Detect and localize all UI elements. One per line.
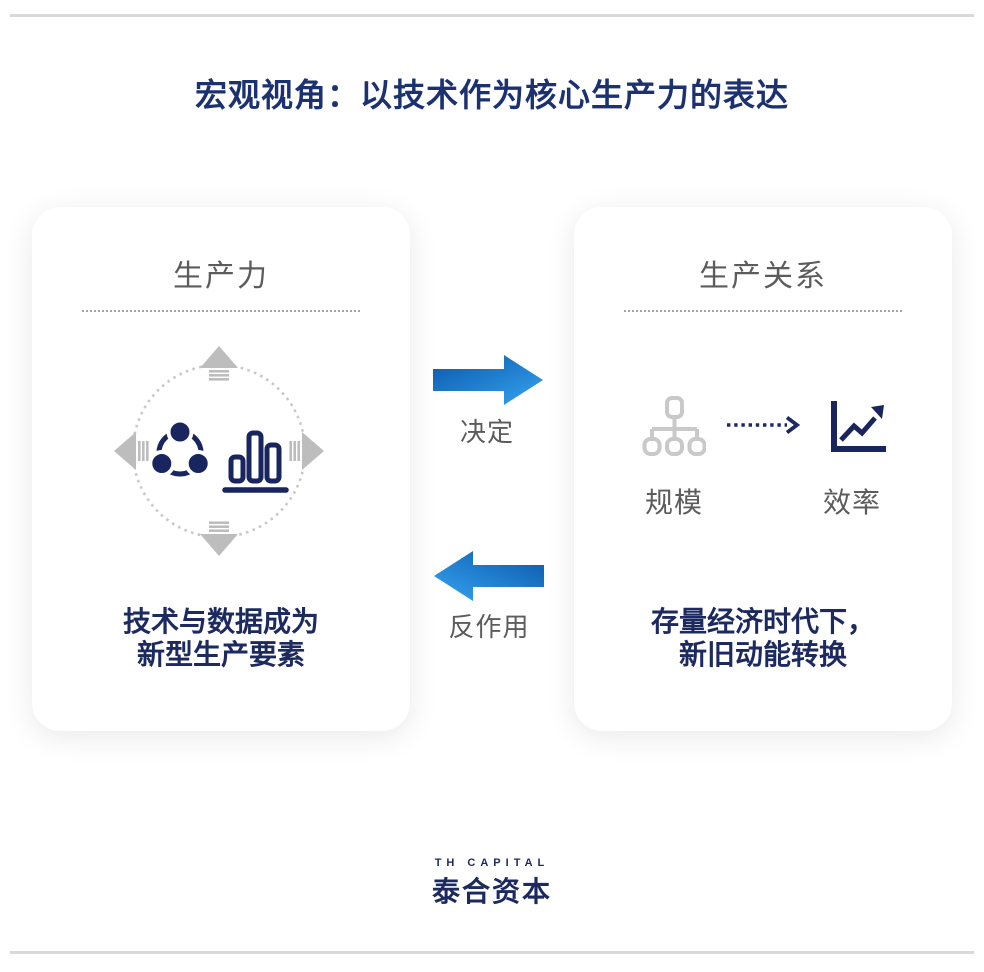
productivity-caption: 技术与数据成为 新型生产要素 — [32, 605, 410, 671]
productivity-graphic — [109, 341, 329, 561]
productivity-card: 生产力 — [32, 207, 410, 731]
arrow-down-icon — [200, 521, 238, 556]
arrow-up-icon — [200, 346, 238, 381]
production-relations-caption: 存量经济时代下， 新旧动能转换 — [574, 605, 952, 671]
page-title: 宏观视角：以技术作为核心生产力的表达 — [194, 77, 789, 113]
dotted-separator — [82, 310, 360, 312]
production-relations-card-title: 生产关系 — [699, 260, 827, 293]
production-relations-card: 生产关系 规模 效率 存量经济时代下， 新旧动能转换 — [574, 207, 952, 731]
dotted-separator — [624, 310, 902, 312]
th-capital-logo: TH CAPITAL 泰合资本 — [0, 857, 984, 910]
arrow-left-icon — [114, 432, 149, 470]
expand-arrows-compass — [114, 346, 324, 556]
arrow-right-icon — [289, 432, 324, 470]
top-divider — [10, 14, 974, 17]
bar-chart-icon — [222, 430, 289, 493]
dotted-arrow-icon — [727, 415, 801, 435]
caption-line: 存量经济时代下， — [650, 606, 875, 637]
growth-chart-icon — [831, 401, 886, 452]
efficiency-label: 效率 — [822, 487, 881, 518]
feedback-label: 反作用 — [448, 612, 530, 642]
decides-arrow-icon — [433, 355, 543, 405]
bottom-divider — [10, 951, 974, 954]
caption-line: 新旧动能转换 — [678, 639, 847, 670]
logo-text-en: TH CAPITAL — [434, 857, 550, 869]
caption-line: 新型生产要素 — [136, 639, 305, 670]
feedback-arrow-icon — [434, 551, 544, 601]
productivity-card-title: 生产力 — [173, 260, 269, 293]
share-network-icon — [148, 418, 212, 477]
caption-line: 技术与数据成为 — [122, 606, 319, 637]
decides-label: 决定 — [459, 417, 514, 447]
logo-text-cn: 泰合资本 — [431, 876, 552, 907]
org-hierarchy-icon — [642, 396, 706, 456]
scale-label: 规模 — [644, 487, 703, 518]
